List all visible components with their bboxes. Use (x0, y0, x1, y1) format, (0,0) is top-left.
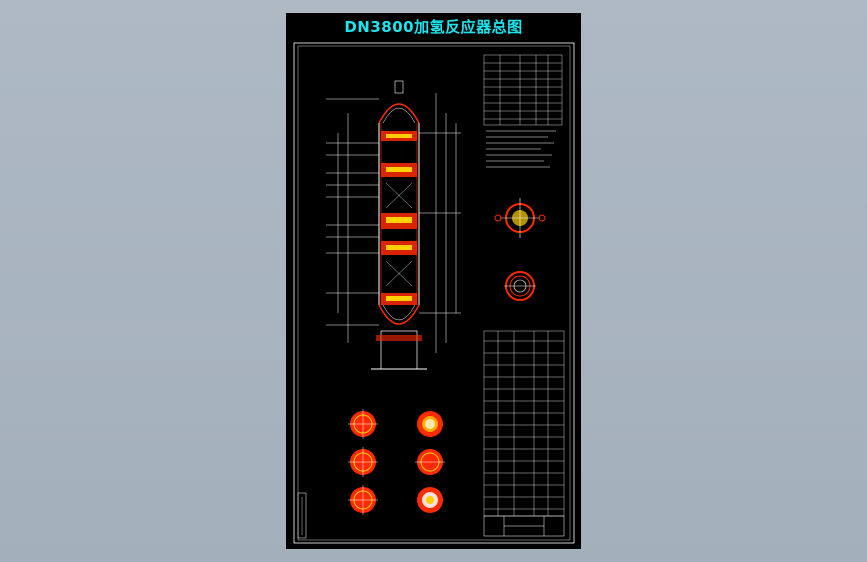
detail-view-1 (348, 409, 378, 439)
catalyst-bed-2 (381, 163, 417, 177)
drawing-title: DN3800加氢反应器总图 (344, 18, 523, 36)
catalyst-bed-1 (381, 131, 417, 141)
detail-view-2 (417, 411, 443, 437)
drawing-sheet: DN3800加氢反应器总图 (286, 13, 581, 549)
title-block (483, 515, 565, 537)
detail-view-6 (417, 487, 443, 513)
bill-of-materials (483, 330, 565, 517)
left-margin-strip (297, 492, 307, 539)
reactor-vessel (371, 80, 427, 370)
nozzle-table (483, 54, 563, 126)
outer-frame (293, 42, 575, 544)
cad-drawing (293, 42, 575, 544)
nozzle-leaders (326, 98, 379, 326)
catalyst-bed-4 (381, 241, 417, 255)
nozzle-orientation-view (494, 198, 546, 238)
detail-view-5 (348, 485, 378, 515)
dimension-lines (337, 93, 461, 353)
catalyst-bed-3 (381, 213, 417, 229)
inner-frame (297, 45, 571, 541)
detail-views (348, 409, 445, 515)
section-view (504, 271, 536, 301)
detail-view-3 (348, 447, 378, 477)
catalyst-bed-5 (381, 293, 417, 305)
detail-view-4 (415, 449, 445, 475)
technical-notes (486, 130, 556, 168)
